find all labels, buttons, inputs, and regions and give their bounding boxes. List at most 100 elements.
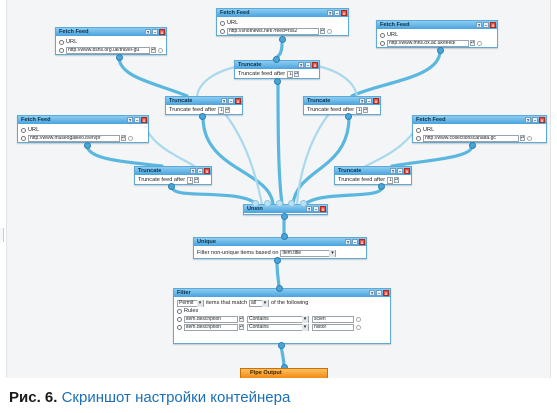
unique-field-select[interactable]: item.title xyxy=(280,249,337,257)
help-button[interactable]: ? xyxy=(359,98,365,104)
trunc5-output-terminal[interactable] xyxy=(378,183,385,190)
url-spinner[interactable]: ▴▾ xyxy=(320,28,325,34)
trunc4-output-terminal[interactable] xyxy=(168,183,175,190)
close-button[interactable]: x xyxy=(373,98,379,104)
minimize-button[interactable]: – xyxy=(313,206,319,212)
union-input-terminal-2[interactable] xyxy=(264,200,271,207)
remove-rule-icon[interactable] xyxy=(177,324,182,330)
pipe-output-module[interactable]: Pipe Output xyxy=(240,368,328,378)
add-url-terminal[interactable] xyxy=(477,40,482,46)
close-button[interactable]: x xyxy=(159,29,165,35)
truncate-count-spinner[interactable]: ▴▾ xyxy=(225,107,231,113)
url-input-radio[interactable] xyxy=(416,135,421,141)
help-button[interactable]: ? xyxy=(390,168,396,174)
close-button[interactable]: x xyxy=(204,168,210,174)
help-button[interactable]: ? xyxy=(145,29,151,35)
url-input[interactable]: http://www.museogalileo.it/en/pr xyxy=(28,134,120,142)
trunc2-output-terminal[interactable] xyxy=(274,78,281,85)
truncate-count-input[interactable]: 1 xyxy=(287,70,294,78)
help-button[interactable]: ? xyxy=(476,22,482,28)
add-url-terminal[interactable] xyxy=(128,135,133,141)
url-input[interactable]: http://www.collectionscanada.gc xyxy=(423,134,519,142)
help-button[interactable]: ? xyxy=(127,117,133,123)
union-input-terminal-1[interactable] xyxy=(252,200,259,207)
filter-input-terminal[interactable] xyxy=(276,285,283,292)
close-button[interactable]: x xyxy=(383,290,389,296)
url-spinner[interactable]: ▴▾ xyxy=(151,47,156,53)
close-button[interactable]: x xyxy=(359,239,365,245)
unique-output-terminal[interactable] xyxy=(274,257,281,264)
truncate-count-spinner[interactable]: ▴▾ xyxy=(194,177,200,183)
help-button[interactable]: ? xyxy=(525,117,531,123)
url-spinner[interactable]: ▴▾ xyxy=(520,135,525,141)
rule-field-input[interactable]: item.description xyxy=(184,323,238,331)
close-button[interactable]: x xyxy=(312,62,318,68)
truncate-count-spinner[interactable]: ▴▾ xyxy=(294,71,300,77)
minimize-button[interactable]: – xyxy=(228,98,234,104)
minimize-button[interactable]: – xyxy=(197,168,203,174)
minimize-button[interactable]: – xyxy=(397,168,403,174)
fetch-feed-module-3[interactable]: Fetch Feed ?–x URL http://www.mhs.ox.ac.… xyxy=(376,20,498,48)
truncate-count-spinner[interactable]: ▴▾ xyxy=(394,177,400,183)
minimize-button[interactable]: – xyxy=(532,117,538,123)
add-url-terminal[interactable] xyxy=(158,47,163,53)
truncate-count-input[interactable]: 1 xyxy=(218,106,225,114)
url-input-radio[interactable] xyxy=(21,135,26,141)
unique-module[interactable]: Unique ?–x Filter non-unique items based… xyxy=(193,237,367,259)
add-url-terminal[interactable] xyxy=(327,28,332,34)
truncate-count-input[interactable]: 1 xyxy=(387,176,394,184)
help-button[interactable]: ? xyxy=(327,10,333,16)
trunc3-output-terminal[interactable] xyxy=(345,113,352,120)
help-button[interactable]: ? xyxy=(221,98,227,104)
rule-value-terminal[interactable] xyxy=(356,324,361,330)
side-panel-handle[interactable] xyxy=(0,228,4,242)
close-button[interactable]: x xyxy=(404,168,410,174)
union-input-terminal-5[interactable] xyxy=(300,200,307,207)
url-input-radio[interactable] xyxy=(380,40,385,46)
rule-field-spinner[interactable]: ▴▾ xyxy=(239,316,244,322)
truncate-count-input[interactable]: 1 xyxy=(356,106,363,114)
feed5-output-terminal[interactable] xyxy=(469,142,476,149)
help-button[interactable]: ? xyxy=(190,168,196,174)
minimize-button[interactable]: – xyxy=(376,290,382,296)
minimize-button[interactable]: – xyxy=(134,117,140,123)
close-button[interactable]: x xyxy=(341,10,347,16)
feed4-output-terminal[interactable] xyxy=(84,142,91,149)
help-button[interactable]: ? xyxy=(345,239,351,245)
union-input-terminal-4[interactable] xyxy=(288,200,295,207)
close-button[interactable]: x xyxy=(235,98,241,104)
help-button[interactable]: ? xyxy=(369,290,375,296)
url-input[interactable]: http://www.bshs.org.uk/travel-gu xyxy=(66,46,150,54)
minimize-button[interactable]: – xyxy=(152,29,158,35)
url-label-radio[interactable] xyxy=(220,20,225,26)
rule-value-terminal[interactable] xyxy=(356,316,361,322)
close-button[interactable]: x xyxy=(539,117,545,123)
close-button[interactable]: x xyxy=(490,22,496,28)
rule-value-input[interactable]: histor xyxy=(312,323,354,331)
feed2-output-terminal[interactable] xyxy=(279,36,286,43)
rule-operator-select[interactable]: Contains xyxy=(247,315,309,323)
filter-mode-select[interactable]: Permit xyxy=(177,299,204,307)
url-label-radio[interactable] xyxy=(21,127,26,133)
filter-output-terminal[interactable] xyxy=(278,342,285,349)
url-label-radio[interactable] xyxy=(59,39,64,45)
url-input[interactable]: http://www.mhs.ox.ac.uk/feed/ xyxy=(387,39,469,47)
close-button[interactable]: x xyxy=(141,117,147,123)
url-spinner[interactable]: ▴▾ xyxy=(121,135,126,141)
rule-field-input[interactable]: item.description xyxy=(184,315,238,323)
url-input-radio[interactable] xyxy=(59,47,64,53)
url-input-radio[interactable] xyxy=(220,28,225,34)
help-button[interactable]: ? xyxy=(298,62,304,68)
feed1-output-terminal[interactable] xyxy=(116,54,123,61)
add-url-terminal[interactable] xyxy=(527,135,532,141)
url-label-radio[interactable] xyxy=(380,32,385,38)
rule-value-input[interactable]: scien xyxy=(312,315,354,323)
unique-input-terminal[interactable] xyxy=(281,233,288,240)
url-label-radio[interactable] xyxy=(416,127,421,133)
minimize-button[interactable]: – xyxy=(366,98,372,104)
trunc1-output-terminal[interactable] xyxy=(199,113,206,120)
remove-rule-icon[interactable] xyxy=(177,316,182,322)
